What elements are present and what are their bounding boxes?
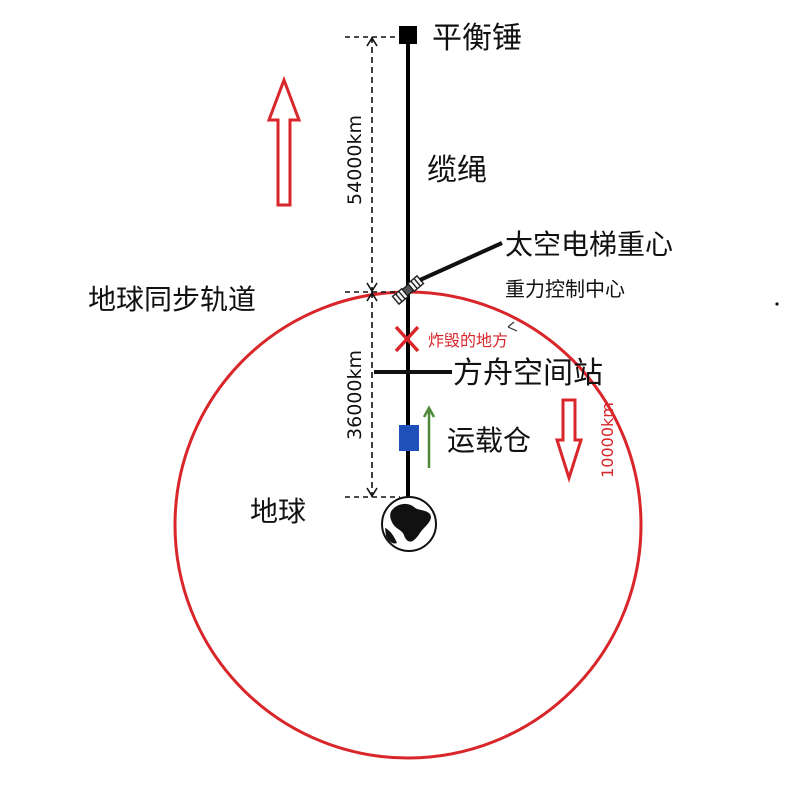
counterweight-square-icon <box>399 26 417 44</box>
ark-station-label: 方舟空间站 <box>453 356 603 391</box>
climber-up-arrow-icon <box>422 405 436 468</box>
distance-upper-label: 54000km <box>344 115 366 205</box>
distance-markers <box>345 36 400 498</box>
cable-label: 缆绳 <box>427 153 487 188</box>
elevator-center-pointer <box>419 241 503 282</box>
tick-mark <box>507 326 518 332</box>
gravity-control-center-label: 重力控制中心 <box>505 277 625 301</box>
gravity-pointer <box>408 323 540 330</box>
climber-pod <box>399 425 419 451</box>
counterweight-label: 平衡锤 <box>432 21 522 56</box>
stray-dot <box>775 302 779 306</box>
earth-globe-icon <box>381 496 437 552</box>
earth-label: 地球 <box>250 495 306 528</box>
destroyed-x-mark-icon <box>394 325 420 353</box>
distance-red-label: 10000km <box>598 402 617 478</box>
downward-arrow-icon <box>554 398 584 483</box>
upward-arrow-icon <box>266 75 302 207</box>
geo-orbit-label: 地球同步轨道 <box>88 283 256 316</box>
tick-mark <box>507 321 515 328</box>
climber-label: 运载仓 <box>447 424 531 457</box>
satellite-icon <box>391 274 425 306</box>
destroyed-place-label: 炸毁的地方 <box>428 331 508 350</box>
elevator-center-label: 太空电梯重心 <box>505 228 673 261</box>
distance-lower-label: 36000km <box>344 350 366 440</box>
